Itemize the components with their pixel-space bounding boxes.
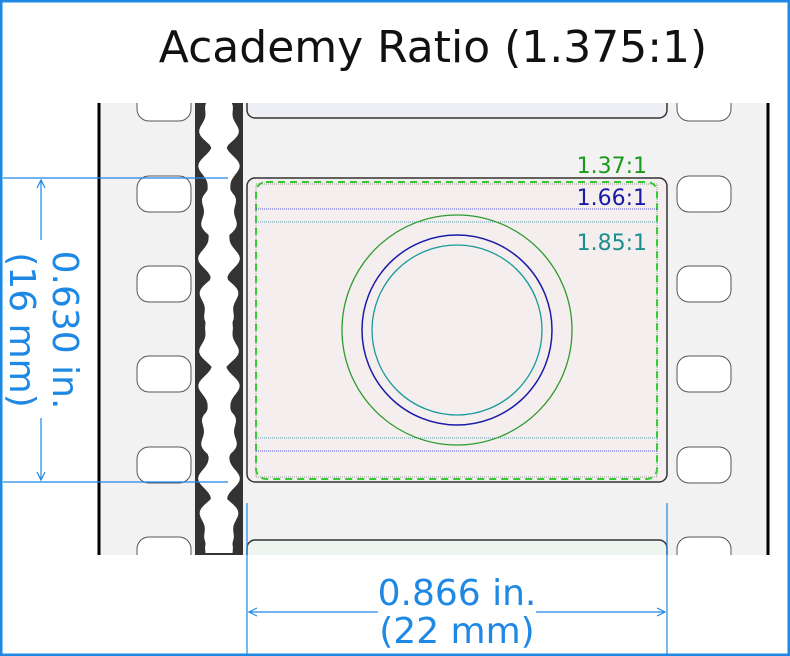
circle-137 bbox=[341, 214, 573, 446]
diagram-title: Academy Ratio (1.375:1) bbox=[159, 22, 707, 73]
perforation bbox=[136, 446, 192, 484]
perforation bbox=[676, 355, 732, 393]
perforation bbox=[676, 265, 732, 303]
perforation bbox=[676, 446, 732, 484]
perforation bbox=[676, 175, 732, 213]
label-185: 1.85:1 bbox=[577, 231, 647, 256]
soundtrack-waveform bbox=[198, 103, 240, 553]
perforation bbox=[136, 265, 192, 303]
circle-185 bbox=[371, 244, 543, 416]
height-dimension bbox=[3, 177, 228, 483]
frame-137-outline bbox=[255, 181, 658, 480]
camera-aperture bbox=[255, 183, 658, 478]
width-mm: (22 mm) bbox=[379, 611, 534, 652]
height-mm: (16 mm) bbox=[1, 252, 42, 407]
label-137: 1.37:1 bbox=[577, 154, 647, 179]
height-inches: 0.630 in. bbox=[44, 251, 85, 410]
perforation bbox=[136, 355, 192, 393]
academy-frame: 1.37:1 1.66:1 1.85:1 bbox=[246, 154, 668, 483]
perforation bbox=[136, 175, 192, 213]
label-166: 1.66:1 bbox=[577, 186, 647, 211]
width-dimension bbox=[246, 503, 668, 656]
circle-166 bbox=[361, 234, 553, 426]
frame-outline bbox=[246, 177, 668, 483]
width-inches: 0.866 in. bbox=[378, 573, 537, 614]
